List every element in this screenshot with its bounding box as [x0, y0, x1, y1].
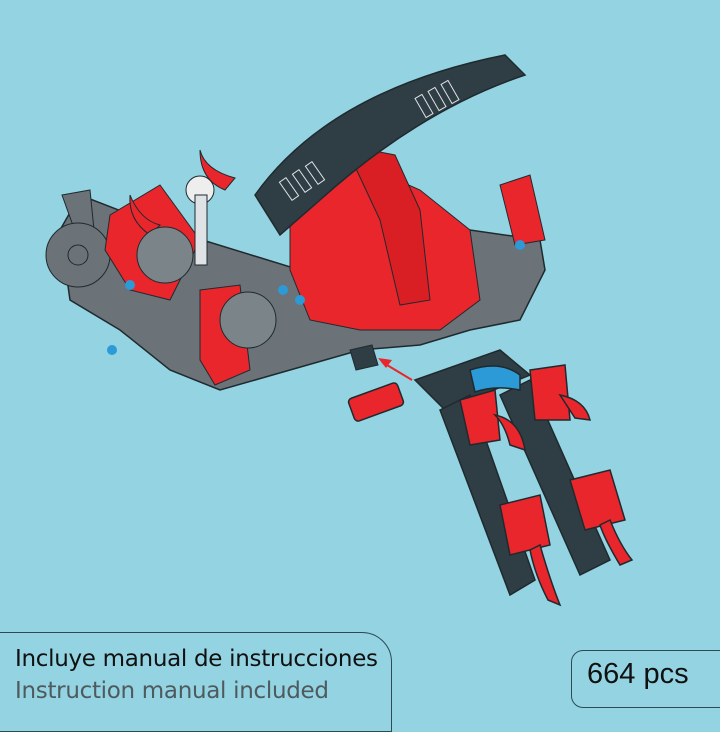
model-body [45, 144, 546, 391]
claw-arm [347, 349, 634, 607]
piece-count-label: 664 pcs [587, 658, 689, 690]
piece-count-badge [571, 650, 720, 708]
caption-spanish: Incluye manual de instrucciones [15, 646, 378, 672]
caption-english: Instruction manual included [15, 678, 329, 704]
product-illustration [45, 54, 634, 607]
assembly-arrow [349, 344, 413, 381]
